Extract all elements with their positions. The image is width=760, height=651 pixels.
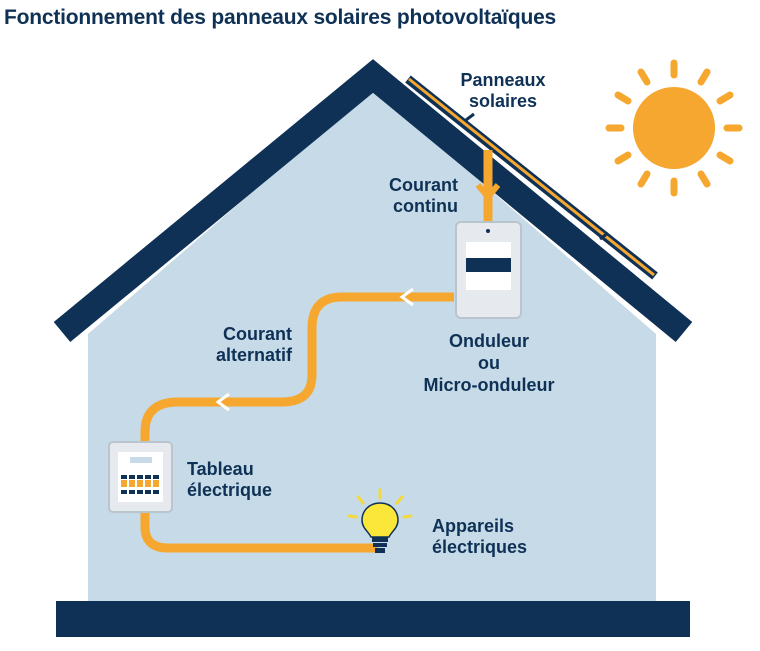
label-line: Appareils	[432, 516, 515, 536]
sun-icon	[605, 59, 743, 197]
page-title: Fonctionnement des panneaux solaires pho…	[4, 6, 557, 29]
label-line: continu	[393, 196, 458, 216]
label-line: Courant	[389, 175, 458, 195]
label-tableau-electrique: Tableau électrique	[187, 459, 307, 501]
label-line: Panneaux	[460, 70, 546, 90]
label-line: Tableau	[187, 459, 254, 479]
house-wall	[88, 88, 656, 603]
label-line: Onduleur	[449, 331, 529, 351]
label-line: Micro-onduleur	[423, 375, 555, 395]
label-line: alternatif	[215, 345, 292, 365]
house-roof	[53, 59, 693, 343]
electrical-panel-icon	[108, 441, 173, 513]
dc-cable	[475, 150, 501, 222]
label-courant-alternatif: Courant alternatif	[180, 324, 292, 366]
light-bulb-icon	[347, 488, 413, 553]
label-appareils-electriques: Appareils électriques	[432, 516, 562, 558]
label-onduleur: Onduleur ou Micro-onduleur	[396, 330, 582, 396]
ac-arrow-top	[399, 287, 414, 307]
label-courant-continu: Courant continu	[352, 175, 458, 217]
label-line: ou	[478, 353, 500, 373]
label-line: solaires	[468, 91, 538, 111]
label-line: électrique	[187, 480, 273, 500]
solar-panel-icon	[405, 75, 658, 280]
ac-cable	[140, 287, 454, 553]
label-panneaux-solaires: Panneaux solaires	[445, 70, 561, 112]
label-line: électriques	[432, 537, 528, 557]
house-floor	[56, 601, 690, 637]
label-line: Courant	[223, 324, 292, 344]
ac-arrow-mid	[215, 392, 230, 412]
inverter-icon	[455, 221, 522, 319]
